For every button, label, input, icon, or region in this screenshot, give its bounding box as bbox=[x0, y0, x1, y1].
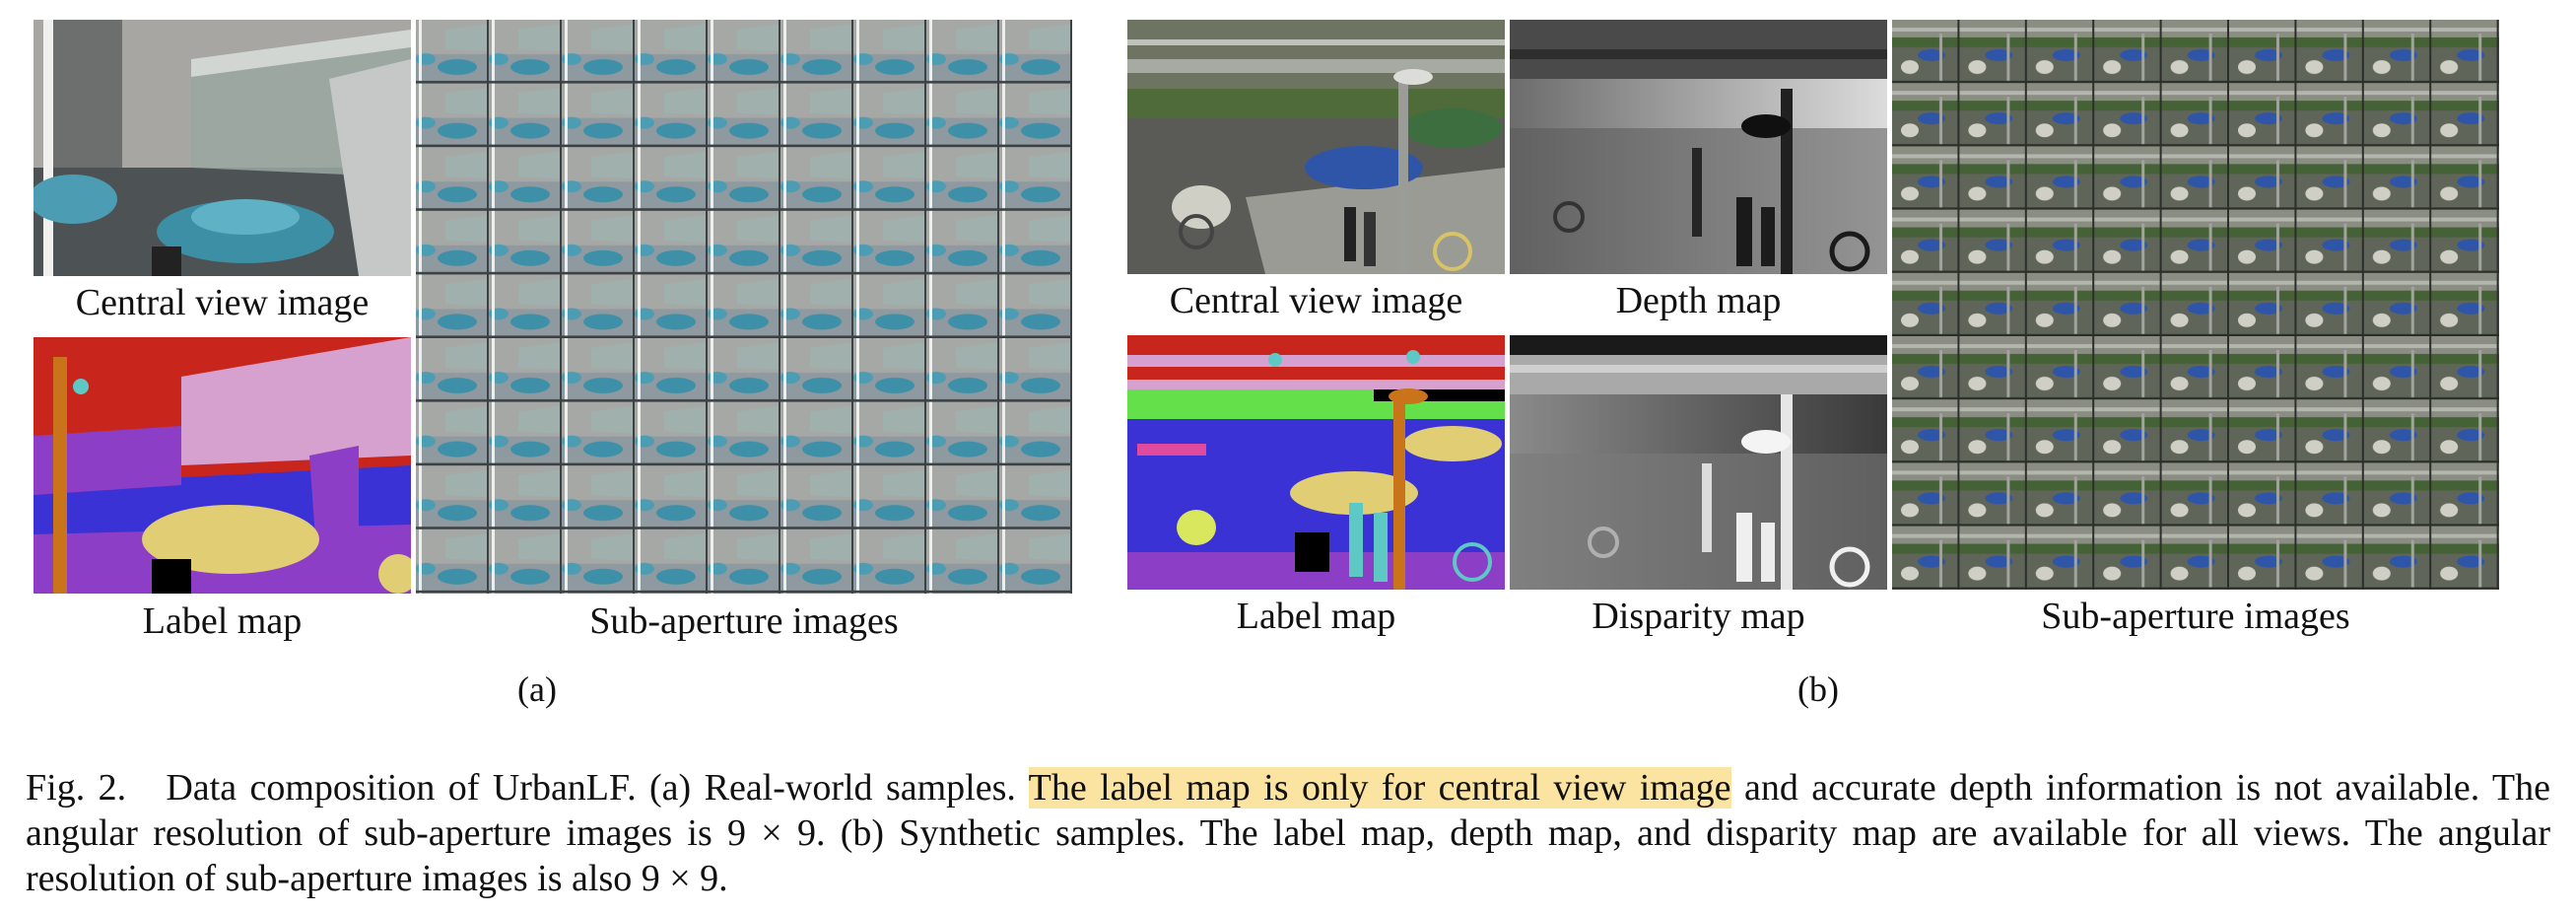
sub-aperture-images-a bbox=[416, 20, 1072, 594]
label-map-caption-b: Label map bbox=[1236, 596, 1396, 637]
central-view-image-b bbox=[1127, 20, 1505, 274]
disparity-map-caption: Disparity map bbox=[1592, 596, 1805, 637]
label-map-a bbox=[34, 337, 411, 594]
subfigure-label-b: (b) bbox=[1797, 669, 1839, 709]
caption-part1: Data composition of UrbanLF. (a) Real-wo… bbox=[166, 767, 1016, 809]
sub-aperture-images-b bbox=[1892, 20, 2499, 590]
subfigure-label-a: (a) bbox=[517, 669, 557, 709]
caption-prefix: Fig. 2. bbox=[26, 767, 127, 809]
sai-caption-b: Sub-aperture images bbox=[2041, 596, 2350, 637]
sai-caption-a: Sub-aperture images bbox=[589, 600, 899, 642]
depth-map bbox=[1510, 20, 1887, 274]
central-view-caption-a: Central view image bbox=[75, 282, 370, 323]
caption-highlight: The label map is only for central view i… bbox=[1028, 767, 1731, 809]
central-view-caption-b: Central view image bbox=[1169, 280, 1463, 321]
central-view-image-a bbox=[34, 20, 411, 276]
figure-caption: Fig. 2. Data composition of UrbanLF. (a)… bbox=[26, 765, 2550, 901]
caption-part2: and accurate depth information is not av… bbox=[26, 767, 2551, 899]
disparity-map bbox=[1510, 335, 1887, 590]
depth-map-caption: Depth map bbox=[1615, 280, 1782, 321]
label-map-b bbox=[1127, 335, 1505, 590]
label-map-caption-a: Label map bbox=[142, 600, 303, 642]
